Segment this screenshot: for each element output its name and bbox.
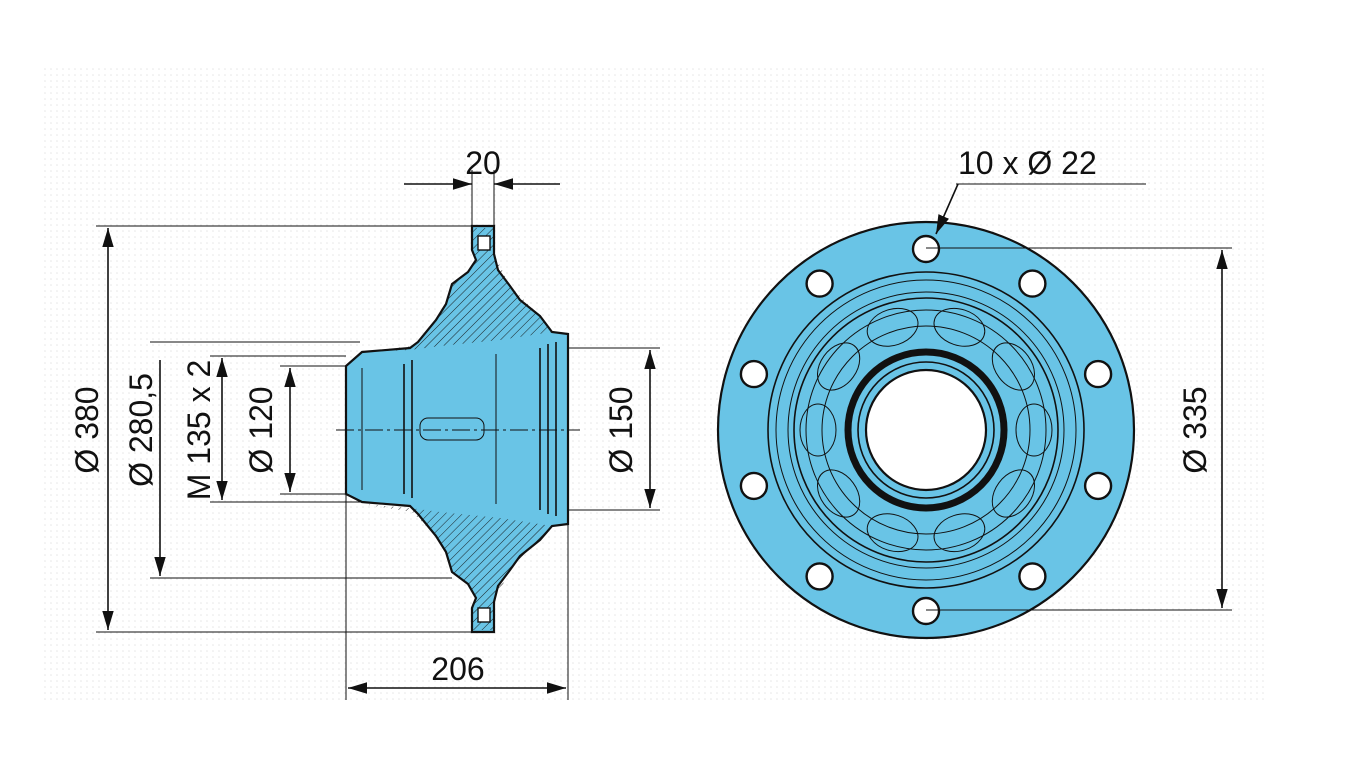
- bolt-boss: [866, 513, 919, 553]
- dim-bolt-holes: 10 x Ø 22: [958, 145, 1097, 181]
- bolt-holes: [739, 234, 1113, 626]
- flange-ring-detail: [775, 279, 1077, 581]
- side-dimensions: 20 Ø 380 Ø 280,5 M 135 x 2 Ø 120 Ø 150 2…: [69, 145, 660, 700]
- dim-thread: M 135 x 2: [181, 360, 217, 501]
- dim-flange-thickness: 20: [465, 145, 501, 181]
- front-dimensions: 10 x Ø 22 Ø 335: [926, 145, 1232, 611]
- bolt-hole: [805, 562, 834, 591]
- bolt-hole: [911, 596, 941, 626]
- hub-ring: [793, 297, 1059, 563]
- bolt-slot: [419, 417, 485, 441]
- bolt-boss: [816, 342, 861, 391]
- bolt-boss: [933, 513, 986, 553]
- dim-pitch-circle-diameter: Ø 335: [1177, 386, 1213, 473]
- hub-front-view: [716, 220, 1136, 640]
- center-bore: [864, 368, 988, 492]
- dim-bore-diameter: Ø 150: [603, 386, 639, 473]
- bolt-hole: [1018, 269, 1047, 298]
- bolt-boss: [816, 469, 861, 518]
- bolt-hole: [805, 269, 834, 298]
- hub-ring: [821, 325, 1031, 535]
- hub-ring: [805, 309, 1047, 551]
- bolt-hole: [911, 234, 941, 264]
- flange-hole-bottom: [477, 607, 491, 623]
- bolt-hole: [739, 359, 769, 389]
- dim-overall-length: 206: [431, 651, 484, 687]
- bolt-boss: [991, 342, 1036, 391]
- flange-inner-ring: [767, 271, 1085, 589]
- bolt-hole: [1083, 359, 1113, 389]
- dim-outer-diameter: Ø 380: [69, 386, 105, 473]
- bolt-hole: [739, 471, 769, 501]
- section-hatch-top: [362, 228, 552, 352]
- bolt-boss: [933, 307, 986, 347]
- bolt-bosses: [799, 307, 1053, 553]
- dim-bolt-circle-diameter: Ø 280,5: [123, 373, 159, 487]
- hub-ring: [787, 291, 1065, 569]
- section-hatch-bottom: [362, 504, 552, 630]
- leader-arrow: [935, 183, 959, 235]
- bolt-hole: [1083, 471, 1113, 501]
- hub-side-section: [336, 224, 580, 634]
- seal-inner: [857, 361, 995, 499]
- bolt-hole: [1018, 562, 1047, 591]
- seal-ring: [844, 348, 1008, 512]
- flange-hole-top: [477, 235, 491, 251]
- dim-inner-diameter: Ø 120: [243, 386, 279, 473]
- bolt-boss: [1015, 403, 1053, 457]
- bolt-boss: [866, 307, 919, 347]
- bolt-boss: [799, 403, 837, 457]
- bolt-boss: [991, 469, 1036, 518]
